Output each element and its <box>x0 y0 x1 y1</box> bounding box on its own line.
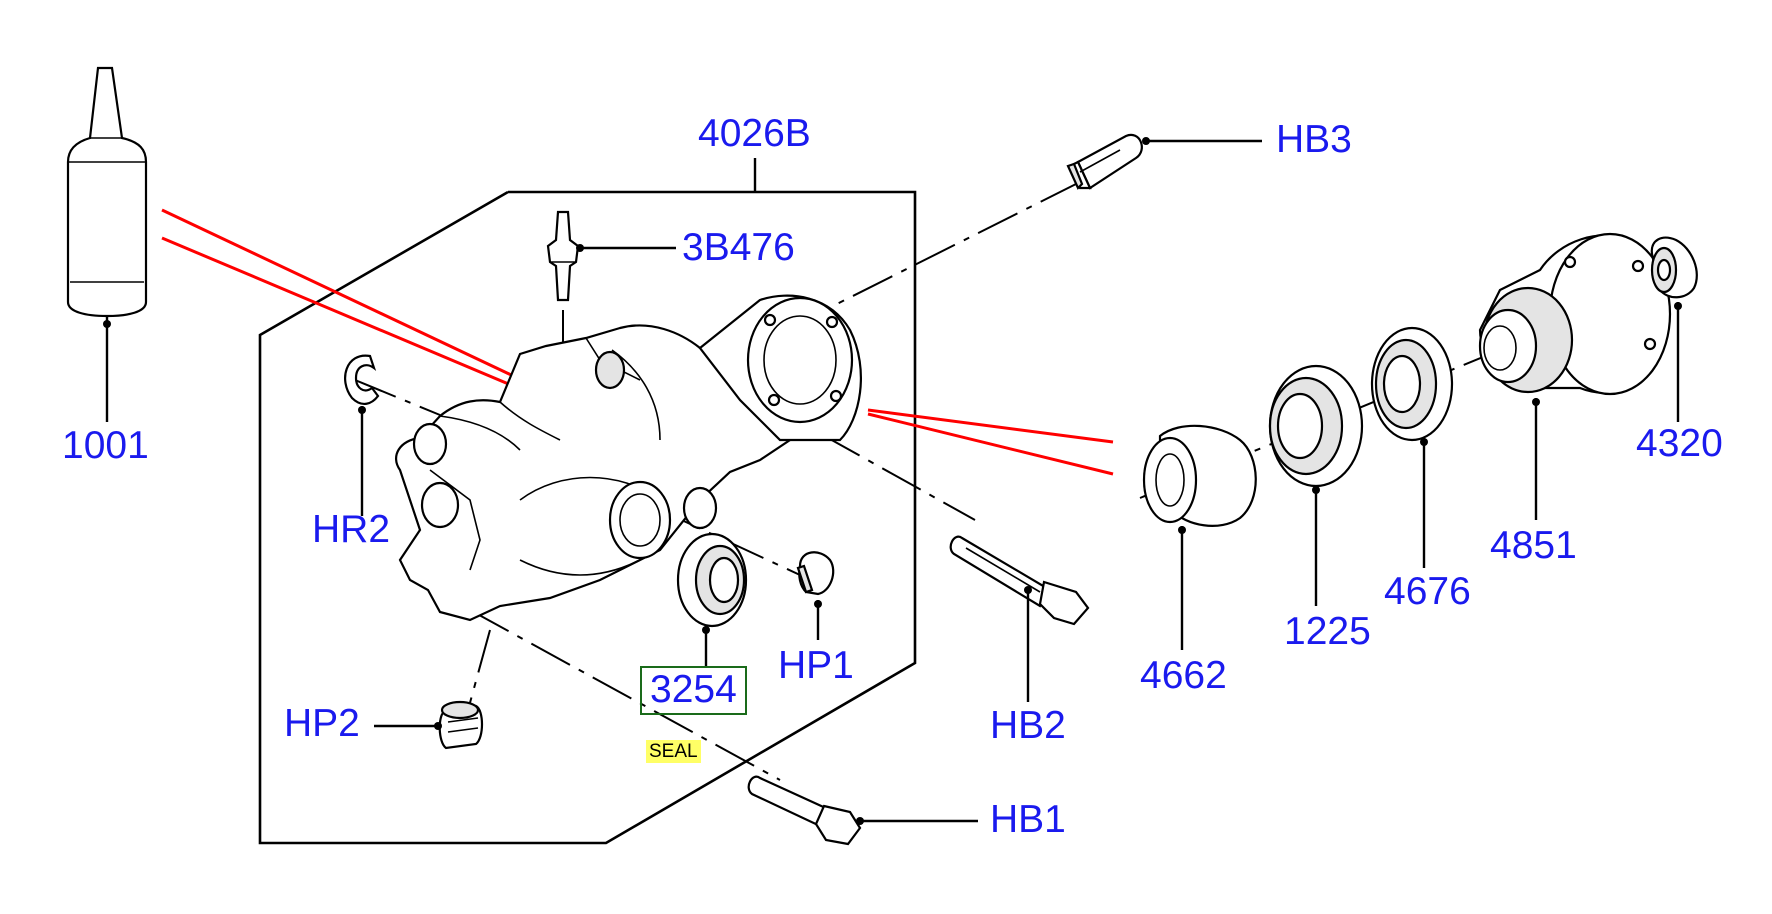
red-callout-lines <box>161 208 1114 476</box>
differential-housing <box>395 294 862 622</box>
ring-hr2 <box>344 354 380 516</box>
bolt-hb3 <box>1066 133 1262 190</box>
label-3b476: 3B476 <box>682 226 795 269</box>
label-4026b: 4026B <box>698 112 811 155</box>
plug-hp1 <box>796 551 835 640</box>
axis-hp2 <box>467 629 491 711</box>
sealant-bottle-1001 <box>66 66 148 422</box>
label-hb2: HB2 <box>990 704 1066 747</box>
spacer-4662 <box>1142 424 1257 650</box>
bolt-hb1 <box>747 775 978 846</box>
label-hr2: HR2 <box>312 508 391 551</box>
axis-hr2 <box>354 379 441 416</box>
axis-hb3 <box>804 181 1081 321</box>
label-hb1: HB1 <box>990 798 1066 841</box>
label-hp1: HP1 <box>778 644 854 687</box>
nut-4320 <box>1650 236 1698 422</box>
label-4320: 4320 <box>1636 422 1723 465</box>
label-1001: 1001 <box>62 424 149 467</box>
label-3254: 3254 <box>640 666 747 715</box>
bearing-1225 <box>1268 364 1364 606</box>
seal-tag: SEAL <box>646 740 701 763</box>
assembly-frame <box>258 190 917 845</box>
label-hp2: HP2 <box>284 702 360 745</box>
plug-hp2 <box>374 700 484 750</box>
axis-hb1 <box>469 609 781 781</box>
label-hb3: HB3 <box>1276 118 1352 161</box>
flange-4851 <box>1478 232 1672 520</box>
seal-3254 <box>676 532 748 666</box>
seal-4676 <box>1370 326 1454 568</box>
label-4851: 4851 <box>1490 524 1577 567</box>
label-1225: 1225 <box>1284 610 1371 653</box>
breather-3b476 <box>546 210 676 302</box>
label-4662: 4662 <box>1140 654 1227 697</box>
bolt-hb2 <box>949 535 1090 702</box>
label-4676: 4676 <box>1384 570 1471 613</box>
